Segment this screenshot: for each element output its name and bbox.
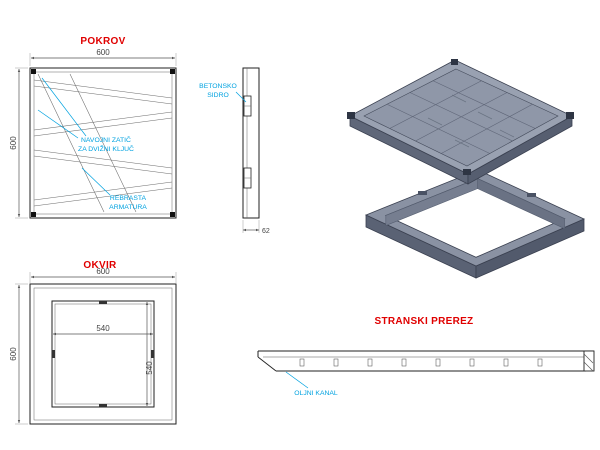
okvir-inner-rim <box>54 303 152 405</box>
callout-rebrasta-line2: ARMATURA <box>109 204 147 211</box>
callout-rebrasta-line1: REBRASTA <box>110 195 147 202</box>
okvir-edge-ticks <box>52 301 154 407</box>
pokrov-width-dim: 600 <box>96 48 110 57</box>
section-anchor-ribs <box>299 358 543 367</box>
iso-tread-marks <box>427 94 515 148</box>
okvir-outer-rim <box>33 287 173 421</box>
okvir-view: OKVIR 600 600 540 540 <box>9 260 177 425</box>
concrete-anchors <box>243 95 252 189</box>
callout-oljni-kanal: OLJNI KANAL <box>285 371 338 397</box>
callout-betonsko-sidro: BETONSKO SIDRO <box>199 83 247 103</box>
frame-handle-slot <box>527 193 536 197</box>
okvir-inner-height-dim: 540 <box>145 361 154 375</box>
okvir-inner-width-dim: 540 <box>96 324 110 333</box>
pokrov-outline <box>29 67 177 219</box>
section-profile <box>257 350 595 372</box>
pokrov-inner-rim <box>33 71 173 215</box>
corner-bolts <box>31 69 175 217</box>
iso-cover <box>347 59 574 185</box>
prerez-title: STRANSKI PREREZ <box>375 316 474 327</box>
iso-corner-brackets <box>347 59 574 175</box>
isometric-view <box>347 59 585 279</box>
okvir-title: OKVIR <box>83 260 117 271</box>
callout-sidro-line1: BETONSKO <box>199 83 237 90</box>
okvir-outer-outline <box>29 283 177 425</box>
okvir-height-dim: 600 <box>9 347 18 361</box>
frame-handle-slot <box>418 191 427 195</box>
profile-thickness-dim: 62 <box>262 228 270 235</box>
profile-outline <box>242 67 260 219</box>
callout-oljni-label: OLJNI KANAL <box>294 390 338 397</box>
callout-navojni-line1: NAVOJNI ZATIČ <box>81 135 131 144</box>
tread-pattern <box>33 73 173 213</box>
pokrov-view: POKROV 600 600 <box>9 36 177 219</box>
okvir-inner-outline <box>51 300 155 408</box>
iso-frame <box>364 169 585 279</box>
callout-navojni-zatic: NAVOJNI ZATIČ ZA DVIŽNI KLJUČ <box>37 77 134 153</box>
callout-navojni-line2: ZA DVIŽNI KLJUČ <box>78 144 134 153</box>
callout-sidro-line2: SIDRO <box>207 92 229 99</box>
callout-rebrasta-armatura: REBRASTA ARMATURA <box>81 167 147 211</box>
prerez-view: STRANSKI PREREZ OLJNI K <box>257 316 595 397</box>
pokrov-title: POKROV <box>80 36 125 47</box>
okvir-width-dim: 600 <box>96 267 110 276</box>
pokrov-height-dim: 600 <box>9 136 18 150</box>
iso-cover-grid <box>386 80 536 154</box>
profile-view: BETONSKO SIDRO 62 <box>199 67 270 235</box>
